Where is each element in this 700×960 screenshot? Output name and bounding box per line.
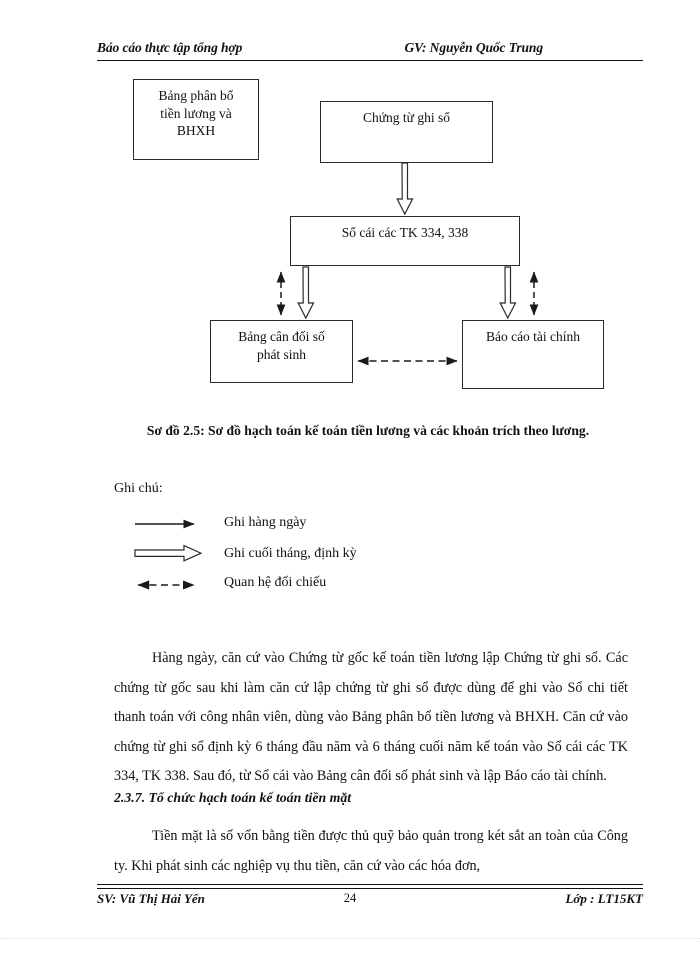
arrow-socai-to-baocao [499, 266, 517, 320]
header-title-right: GV: Nguyễn Quốc Trung [404, 40, 543, 55]
legend-glyphs [134, 519, 203, 590]
legend-label-periodic: Ghi cuối tháng, định kỳ [224, 546, 357, 561]
flowchart-box-so-cai: Sổ cái các TK 334, 338 [290, 216, 520, 266]
header-title-left: Báo cáo thực tập tổng hợp [97, 40, 243, 55]
flowchart-connectors [276, 162, 539, 366]
running-footer: SV: Vũ Thị Hải Yến Lớp : LT15KT [97, 891, 643, 907]
body-paragraph-2: Tiền mặt là số vốn bằng tiền được thủ qu… [114, 828, 628, 874]
running-header: Báo cáo thực tập tổng hợp GV: Nguyễn Quố… [97, 40, 543, 56]
arrow-chungtu-to-socai [396, 162, 414, 216]
figure-caption: Sơ đồ 2.5: Sơ đồ hạch toán kế toán tiền … [146, 423, 590, 438]
legend: Ghi hàng ngày Ghi cuối tháng, định kỳ Qu… [132, 508, 462, 598]
flowchart-box-chung-tu-ghi-so: Chứng từ ghi sổ [320, 101, 493, 163]
legend-label-daily: Ghi hàng ngày [224, 515, 307, 530]
arrow-socai-to-bangcandoi [297, 266, 315, 320]
legend-title: Ghi chú: [114, 481, 163, 496]
footer-student-name: SV: Vũ Thị Hải Yến [97, 891, 205, 906]
page-number: 24 [343, 891, 357, 905]
footer-class: Lớp : LT15KT [565, 891, 643, 906]
hollow-block-arrow-icon [134, 544, 203, 562]
footer-divider-rule-bottom [97, 888, 643, 889]
flowchart-box-bao-cao-tai-chinh: Báo cáo tài chính [462, 320, 604, 389]
page-separator-line [0, 938, 700, 939]
footer-divider-rule-top [97, 884, 643, 885]
legend-label-reconciliation: Quan hệ đối chiếu [224, 575, 327, 590]
header-divider-rule [97, 60, 643, 61]
section-heading-2-3-7: 2.3.7. Tổ chức hạch toán kế toán tiền mặ… [114, 790, 352, 805]
body-paragraph-1: Hàng ngày, căn cứ vào Chứng từ gốc kế to… [114, 650, 628, 785]
